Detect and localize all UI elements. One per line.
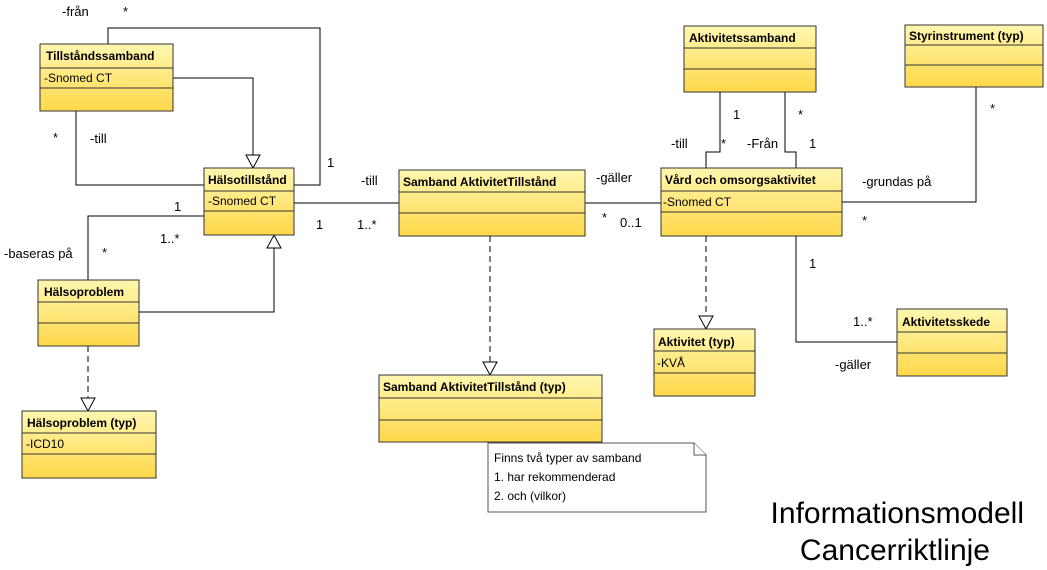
line-aktivitetsskede [795,236,897,343]
label-fran-top: -från [62,4,89,19]
class-title: Aktivitetssamband [689,31,796,45]
class-samband-aktivitet-tillstand-typ[interactable]: Samband AktivitetTillstånd (typ) [378,374,603,443]
note-line-3: 2. och (vilkor) [494,489,566,503]
line-styrinstrument [842,87,977,203]
class-halsoproblem-typ[interactable]: Hälsoproblem (typ) -ICD10 [21,410,157,479]
label-till-left-self: -till [90,131,107,146]
class-attribute: -Snomed CT [44,71,113,85]
diagram-title-line-1: Informationsmodell [771,497,1024,530]
mult-one-star-hals-hp: 1..* [160,231,180,246]
dep-arrow-samband-typ [482,361,498,377]
mult-star-top: * [123,4,128,19]
mult-star-galler: * [602,210,607,225]
line-gen-halsoproblem [139,248,275,313]
class-aktivitetsskede[interactable]: Aktivitetsskede [896,308,1008,377]
class-title: Vård och omsorgsaktivitet [665,173,816,187]
class-halsotillstand[interactable]: Hälsotillstånd -Snomed CT [203,167,295,236]
note-line-2: 1. har rekommenderad [494,470,615,484]
mult-one-as-right: 1 [809,136,816,151]
mult-zero-one: 0..1 [620,215,642,230]
line-aktivitetssamband-till [705,92,721,168]
dep-arrow-aktivitet-typ [698,315,714,331]
class-halsoproblem[interactable]: Hälsoproblem [37,279,140,347]
class-attribute: -Snomed CT [208,194,277,208]
class-aktivitet-typ[interactable]: Aktivitet (typ) -KVÅ [653,328,756,397]
mult-one-as-left: 1 [733,107,740,122]
mult-star-hp: * [102,245,107,260]
class-attribute: -Snomed CT [663,195,732,209]
class-attribute: -ICD10 [26,437,64,451]
mult-star-as-right: * [798,107,803,122]
label-till-mid: -till [361,173,378,188]
class-title: Styrinstrument (typ) [909,29,1024,43]
note-line-1: Finns två typer av samband [494,451,641,465]
mult-one-hals-hp: 1 [174,199,181,214]
class-title: Hälsoproblem [44,285,124,299]
class-aktivitetssamband[interactable]: Aktivitetssamband [683,25,817,93]
mult-star-as-left: * [721,136,726,151]
class-title: Hälsotillstånd [208,173,287,187]
mult-one-skede: 1 [809,256,816,271]
line-tillstandssamband-till [75,111,204,186]
class-title: Aktivitet (typ) [658,335,735,349]
mult-one-star-mid: 1..* [357,217,377,232]
class-title: Aktivitetsskede [902,315,990,329]
label-baseras-pa: -baseras på [4,246,73,261]
class-styrinstrument-typ[interactable]: Styrinstrument (typ) [904,24,1044,88]
line-tillstandssamband-fran [107,27,321,186]
class-title: Hälsoproblem (typ) [27,416,136,430]
gen-arrow-tillstandssamband [245,154,261,170]
mult-star-styr-bottom: * [862,213,867,228]
mult-one-mid: 1 [316,217,323,232]
class-title: Samband AktivitetTillstånd [403,175,556,189]
class-vard-och-omsorgsaktivitet[interactable]: Vård och omsorgsaktivitet -Snomed CT [660,167,843,237]
class-title: Tillståndssamband [46,49,154,63]
class-attribute: -KVÅ [657,355,685,370]
diagram-title-line-2: Cancerriktlinje [800,534,990,567]
mult-one-star-skede: 1..* [853,314,873,329]
dep-arrow-halsoproblem-typ [80,397,96,413]
label-grundas-pa: -grundas på [862,174,932,189]
mult-star-left-self: * [53,130,58,145]
line-aktivitetssamband-fran [784,92,797,168]
line-gen-tillstandssamband [173,77,254,155]
label-galler-mid: -gäller [596,170,633,185]
line-halsoproblem-baseras [87,215,204,280]
note-samband[interactable]: Finns två typer av samband 1. har rekomm… [487,442,707,513]
mult-star-styr-top: * [990,101,995,116]
label-till-as: -till [671,136,688,151]
class-samband-aktivitet-tillstand[interactable]: Samband AktivitetTillstånd [398,169,586,237]
gen-arrow-halsoproblem [266,233,282,249]
class-title: Samband AktivitetTillstånd (typ) [383,380,566,394]
label-galler-skede: -gäller [835,357,872,372]
label-fran-as: -Från [747,136,778,151]
mult-one-self: 1 [327,155,334,170]
class-tillstandssamband[interactable]: Tillståndssamband -Snomed CT [39,43,174,112]
